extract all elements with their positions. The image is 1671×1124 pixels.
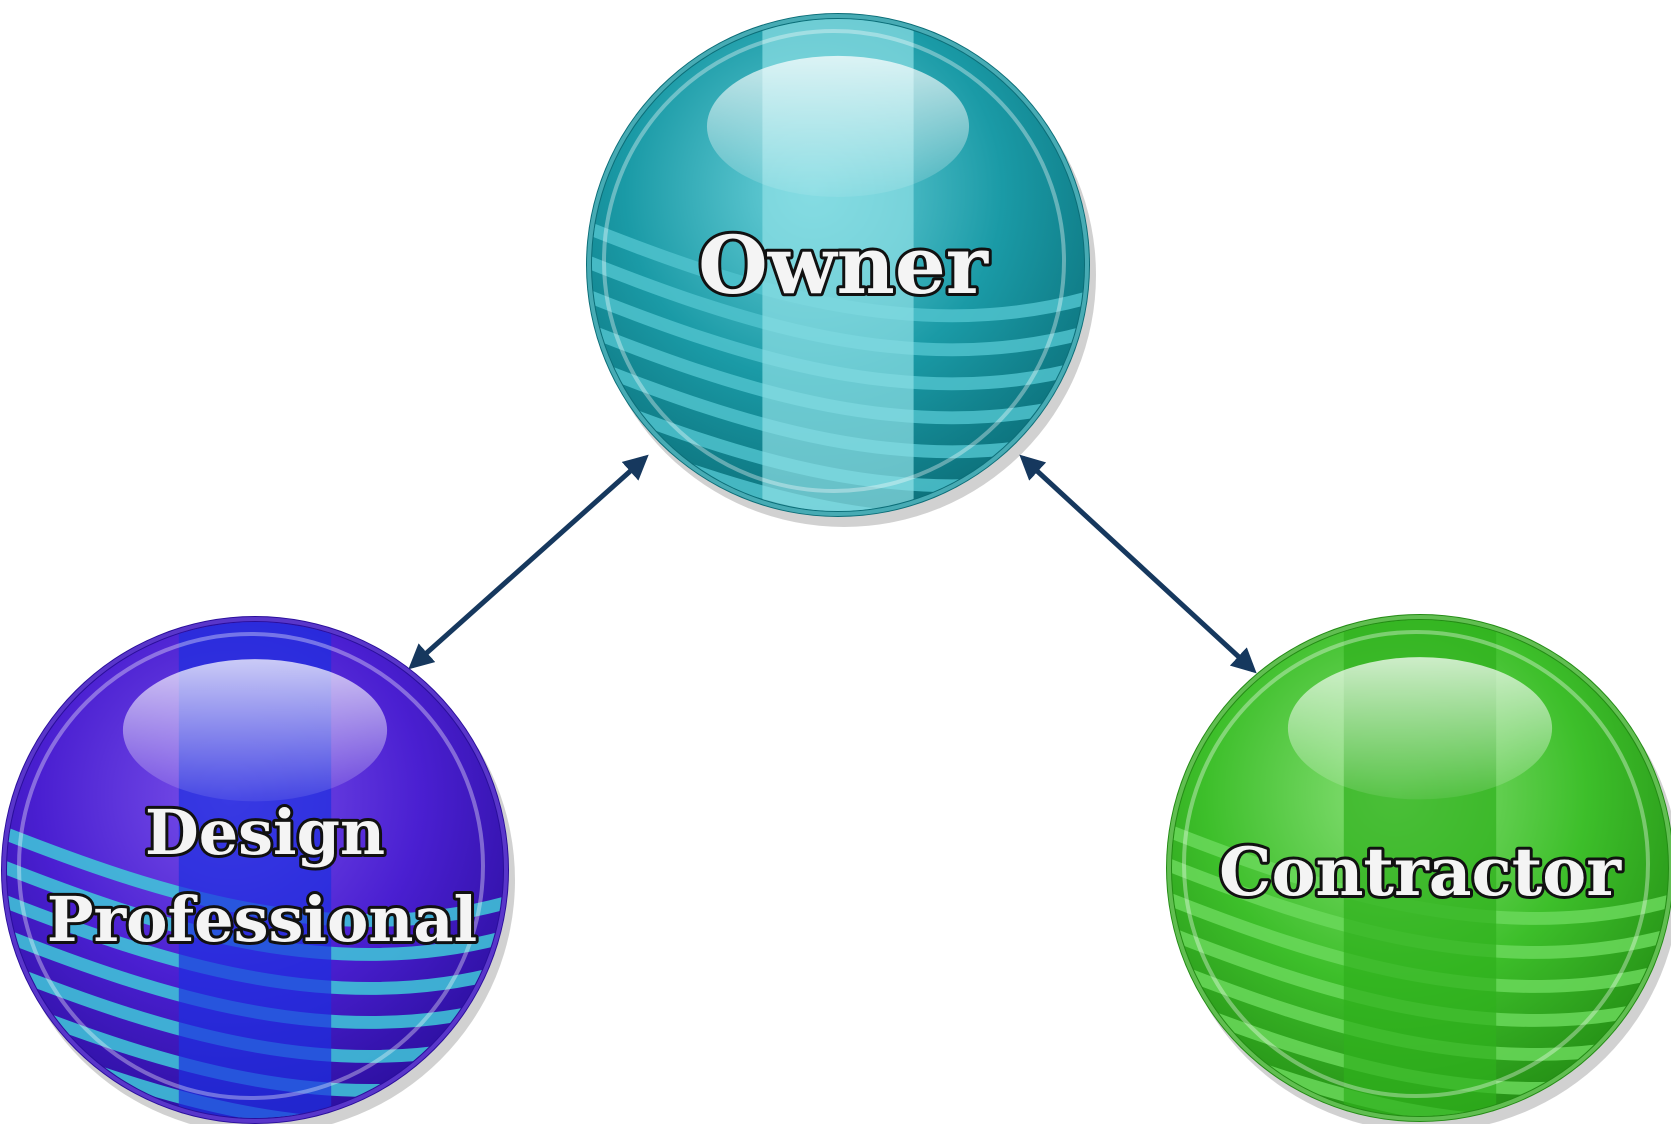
orb-glass-ring	[602, 29, 1066, 493]
design-professional-label-line-1: Design	[145, 796, 385, 869]
orb-glass-ring	[1182, 630, 1650, 1098]
contractor-node: Contractor	[1166, 614, 1671, 1124]
orb-decoration	[1172, 620, 1668, 1116]
orb-glass-ring	[17, 632, 485, 1100]
connectors	[408, 454, 1257, 674]
arrow-owner-contractor	[1019, 454, 1257, 674]
arrow-owner-design-professional	[408, 454, 649, 670]
contractor-label: Contractor	[1219, 833, 1622, 911]
owner-label: Owner	[698, 218, 989, 312]
orb-highlight	[1287, 657, 1553, 800]
orb-edge	[587, 14, 1089, 516]
orb-edge	[1167, 615, 1671, 1121]
design-professional-label-line-2: Professional	[47, 883, 477, 956]
orb-highlight	[706, 55, 970, 197]
orb-edge	[2, 617, 508, 1123]
owner-node: Owner	[586, 13, 1096, 527]
orb-highlight	[122, 659, 388, 802]
orb-decoration	[7, 622, 503, 1118]
design-professional-node: Design Professional	[1, 616, 515, 1124]
